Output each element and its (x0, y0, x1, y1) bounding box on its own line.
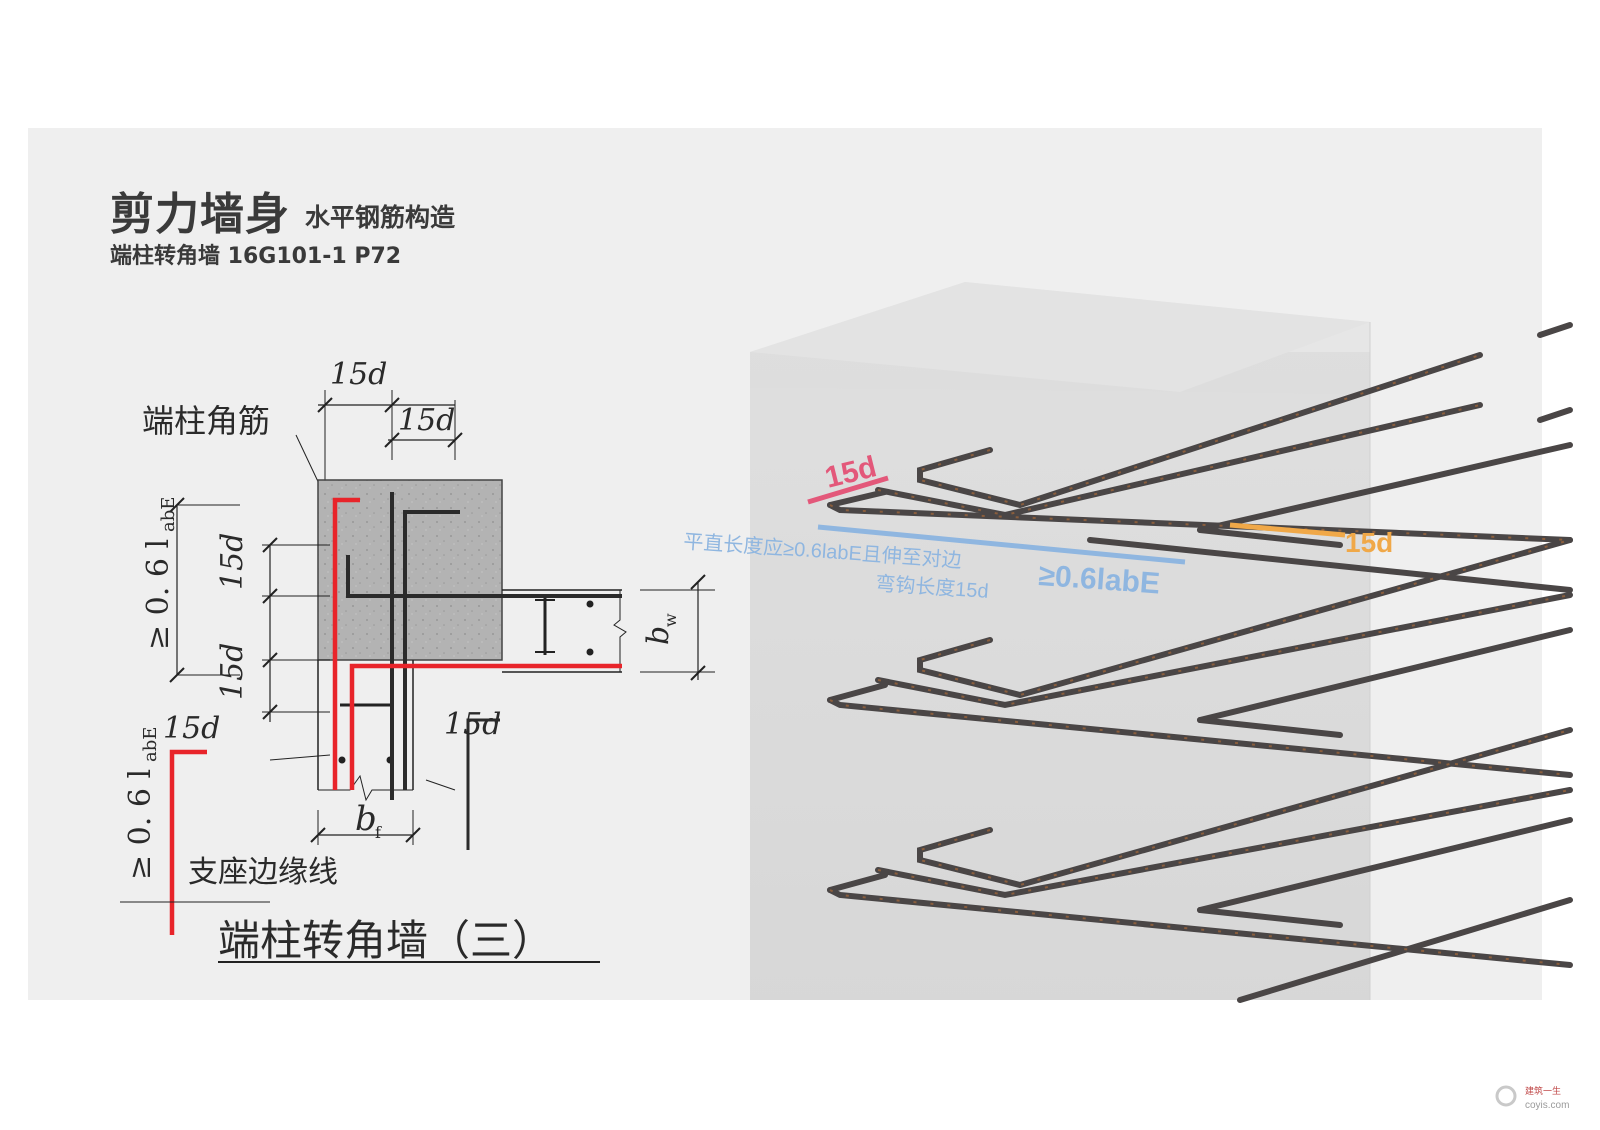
dim-15d-top-1: 15d (330, 357, 387, 392)
dim-bw-sub: w (661, 613, 680, 627)
dim-15d-bottom-left: 15d (163, 711, 220, 746)
code-reference: 端柱转角墙 16G101-1 P72 (110, 244, 402, 269)
highlight-15d-orange (1229, 522, 1346, 538)
page-subtitle: 水平钢筋构造 (305, 203, 456, 232)
dim-06labe-left: ≥ 0. 6 l (141, 539, 176, 650)
dim-06labe-bottom: ≥ 0. 6 l (123, 769, 158, 880)
watermark: 建筑一生 coyis.com (1495, 1085, 1569, 1111)
page-title: 剪力墙身 (110, 189, 290, 240)
dim-15d-top-2: 15d (398, 403, 455, 438)
watermark-name: 建筑一生 (1525, 1085, 1561, 1096)
watermark-logo-icon (1495, 1085, 1517, 1107)
dim-bf: b (355, 799, 377, 839)
watermark-site: coyis.com (1525, 1100, 1569, 1111)
label-end-column-corner-bar: 端柱角筋 (142, 402, 270, 440)
rebar-3d-model (750, 282, 1573, 1003)
highlight-06labe-blue (817, 524, 1186, 565)
detail-labels: 15d 15d 端柱角筋 ≥ 0. 6 l abE 15d 15d b w 15… (123, 357, 680, 965)
dim-15d-vertical-2: 15d (215, 643, 250, 700)
dim-bf-sub: f (375, 823, 382, 842)
label-support-edge-line: 支座边缘线 (188, 855, 338, 890)
label-15d-orange: 15d (1345, 527, 1393, 558)
dim-bw: b (641, 626, 676, 645)
rebar-layer-top (827, 322, 1573, 593)
dim-15d-vertical-1: 15d (215, 533, 250, 590)
drawing-caption: 端柱转角墙（三） (218, 916, 554, 965)
highlight-15d-red (807, 475, 889, 505)
dim-06labe-bottom-sub: abE (140, 727, 161, 762)
dim-15d-bottom-right: 15d (444, 707, 501, 742)
dim-06labe-left-sub: abE (158, 497, 179, 532)
detail-drawing-2d (120, 390, 715, 963)
